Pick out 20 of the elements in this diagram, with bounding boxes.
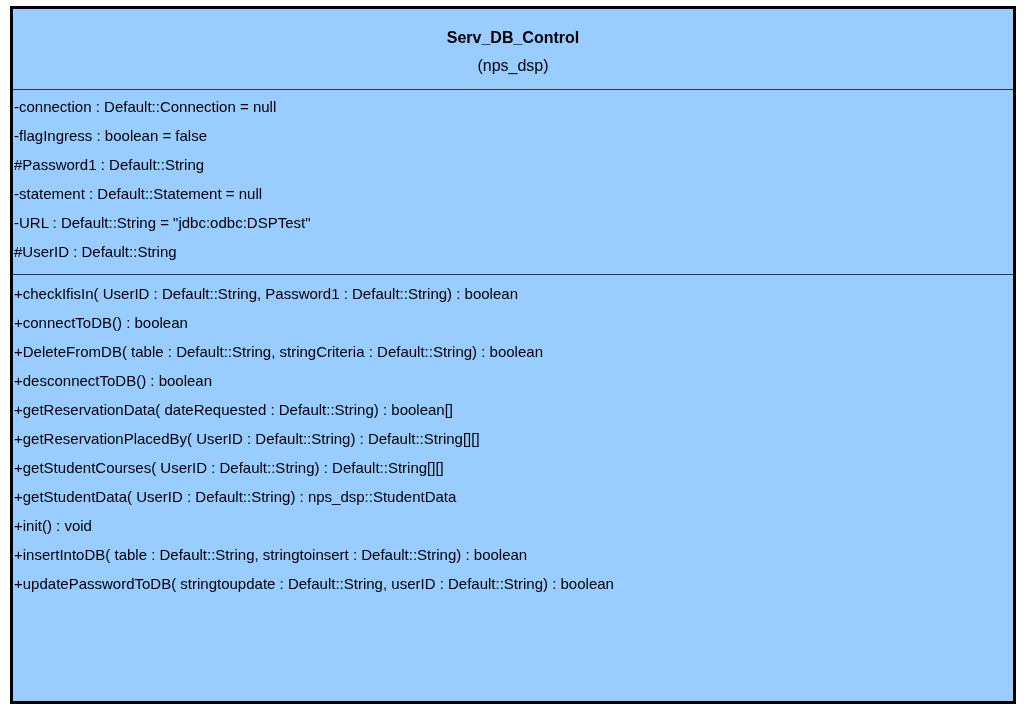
method-text: +desconnectToDB() : boolean — [13, 371, 213, 391]
attribute-text: -flagIngress : boolean = false — [13, 126, 208, 146]
class-box — [10, 6, 1016, 704]
attribute-text: -statement : Default::Statement = null — [13, 184, 263, 204]
method-text: +checkIfisIn( UserID : Default::String, Password1 : Default::String) : boolean — [13, 284, 518, 304]
method-text: +getStudentCourses( UserID : Default::String) : Default::String[][] — [13, 458, 444, 478]
method-text: +DeleteFromDB( table : Default::String, stringCriteria : Default::String) : boolean — [13, 342, 543, 362]
attribute-text: -connection : Default::Connection = null — [13, 97, 277, 117]
method-text: +updatePasswordToDB( stringtoupdate : Default::String, userID : Default::String) : boolean — [13, 574, 614, 594]
class-name: Serv_DB_Control — [446, 28, 580, 48]
method-text: +getStudentData( UserID : Default::String) : nps_dsp::StudentData — [13, 487, 457, 507]
attribute-text: #UserID : Default::String — [13, 242, 177, 262]
attribute-text: -URL : Default::String = "jdbc:odbc:DSPTest" — [13, 213, 311, 233]
method-text: +insertIntoDB( table : Default::String, stringtoinsert : Default::String) : boolean — [13, 545, 528, 565]
method-text: +init() : void — [13, 516, 92, 536]
method-text: +getReservationPlacedBy( UserID : Default::String) : Default::String[][] — [13, 429, 480, 449]
package-name: (nps_dsp) — [477, 56, 549, 76]
method-text: +getReservationData( dateRequested : Default::String) : boolean[] — [13, 400, 453, 420]
attribute-text: #Password1 : Default::String — [13, 155, 205, 175]
method-text: +connectToDB() : boolean — [13, 313, 188, 333]
